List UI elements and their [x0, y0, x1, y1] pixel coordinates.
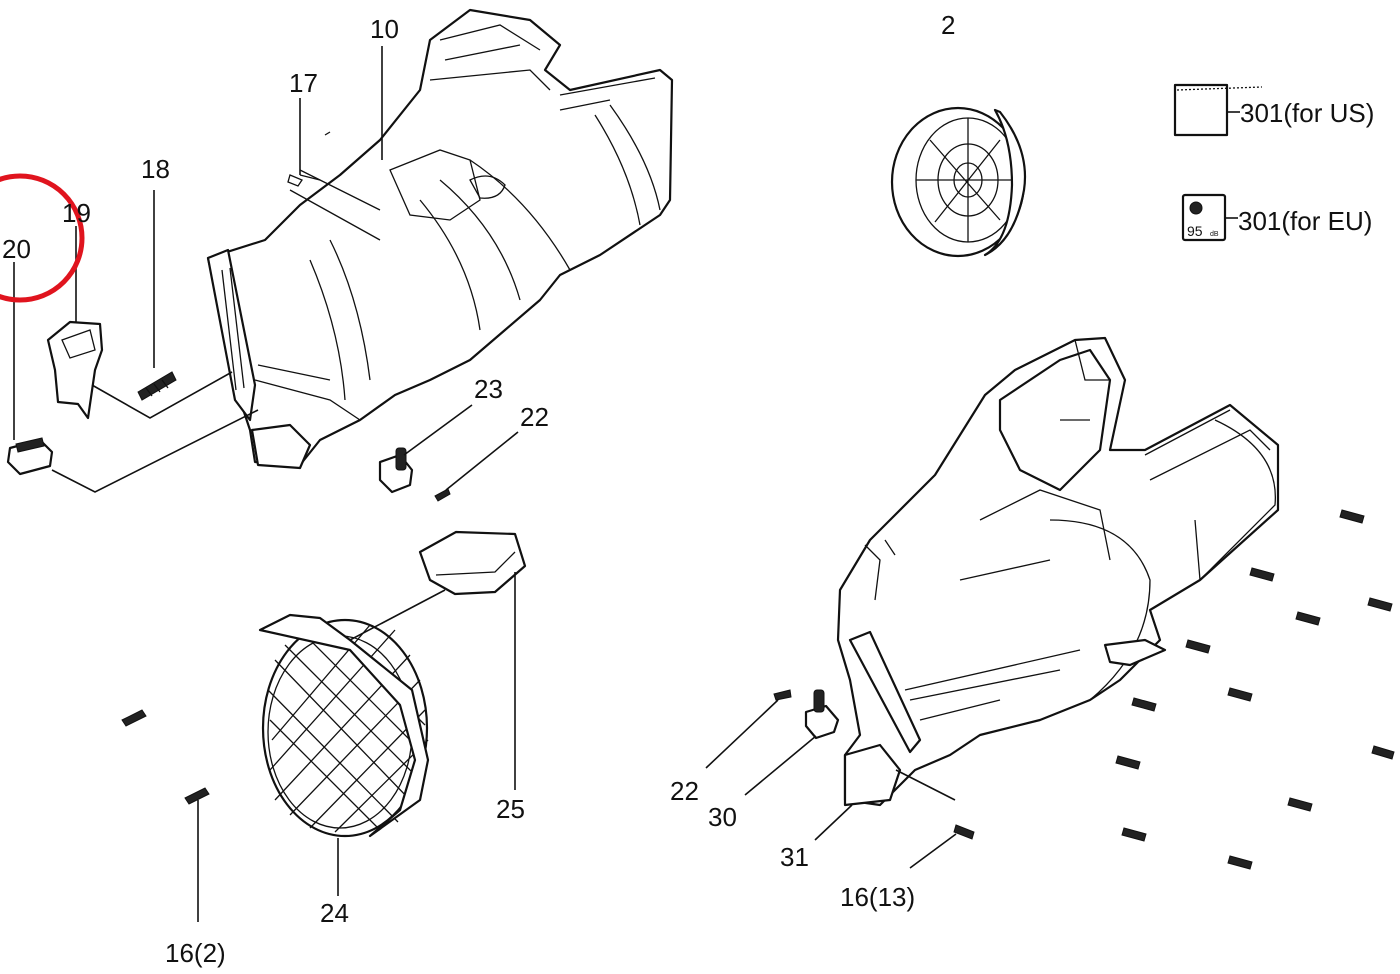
- left-housing-half: [206, 8, 674, 470]
- screws-left: [121, 709, 210, 922]
- intake-cup: [349, 530, 527, 790]
- callout-22-right: 22: [670, 776, 699, 806]
- trigger: [46, 226, 233, 420]
- screws-right: [1115, 509, 1395, 870]
- callout-25: 25: [496, 794, 525, 824]
- callout-301-us: 301(for US): [1240, 98, 1374, 128]
- callout-22-left: 22: [520, 402, 549, 432]
- callout-labels: 2 10 17 18 19 20 23 22 25 24 16(2) 22 30…: [2, 10, 1374, 968]
- callout-18: 18: [141, 154, 170, 184]
- callout-301-eu: 301(for EU): [1238, 206, 1372, 236]
- callout-31: 31: [780, 842, 809, 872]
- eu-label-unit: dB: [1210, 231, 1219, 238]
- callout-10: 10: [370, 14, 399, 44]
- callout-16-13: 16(13): [840, 882, 915, 912]
- switch: [6, 262, 259, 493]
- intake-grille: [258, 613, 430, 896]
- callout-20: 20: [2, 234, 31, 264]
- small-hardware-left: [287, 46, 519, 502]
- callout-2: 2: [941, 10, 955, 40]
- spring: [137, 190, 177, 401]
- label-us-box: [1173, 83, 1263, 137]
- highlight-circle: [0, 173, 85, 303]
- callout-23: 23: [474, 374, 503, 404]
- right-housing-half: [836, 336, 1280, 807]
- callout-30: 30: [708, 802, 737, 832]
- eu-label-value: 95: [1187, 223, 1203, 239]
- small-hardware-right: [705, 689, 975, 869]
- callout-19: 19: [62, 198, 91, 228]
- callout-24: 24: [320, 898, 349, 928]
- callout-16-2: 16(2): [165, 938, 226, 968]
- label-eu-box: 95 dB: [1181, 193, 1238, 242]
- fan-cover: [890, 106, 1027, 258]
- callout-17: 17: [289, 68, 318, 98]
